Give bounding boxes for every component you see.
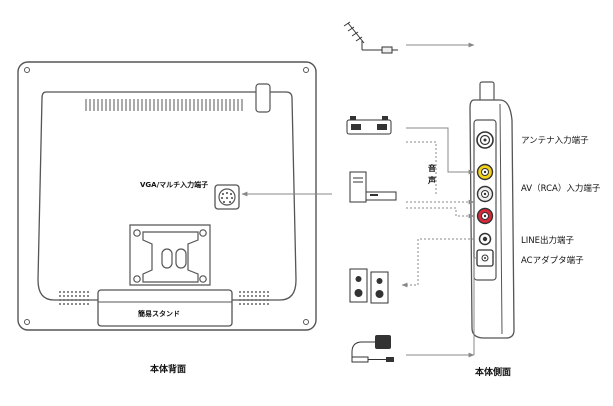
av-audio-left-jack	[476, 185, 494, 203]
tv-side-illustration	[469, 81, 515, 339]
stand	[97, 289, 233, 327]
side-view-caption: 本体側面	[475, 368, 512, 378]
composite-device-icon	[346, 116, 392, 135]
line-out-jack	[478, 232, 492, 246]
antenna-jack	[476, 131, 494, 149]
mount-plate	[129, 224, 211, 286]
tv-antenna-icon	[343, 21, 398, 54]
back-view-caption: 本体背面	[150, 365, 187, 375]
tv-back-illustration	[17, 61, 317, 331]
av-port-label: AV（RCA）入力端子	[521, 184, 601, 194]
audio-label-line2: 声	[428, 176, 436, 185]
connection-lines	[241, 42, 477, 358]
antenna-port-label: アンテナ入力端子	[521, 136, 589, 146]
ac-adapter-port-label: ACアダプタ端子	[521, 256, 584, 266]
line-out-port-label: LINE出力端子	[521, 236, 574, 246]
vga-port	[214, 184, 240, 210]
stand-label: 簡易スタンド	[138, 310, 180, 318]
ac-jack	[476, 249, 494, 267]
vga-device-icon	[349, 171, 397, 203]
vga-multi-input-label: VGA/マルチ入力端子	[140, 181, 209, 189]
av-audio-right-jack	[476, 207, 494, 225]
audio-label-line1: 音	[428, 164, 436, 173]
ac-adapter-icon	[351, 335, 394, 363]
av-video-jack	[476, 163, 494, 181]
speaker-icon	[349, 268, 389, 304]
